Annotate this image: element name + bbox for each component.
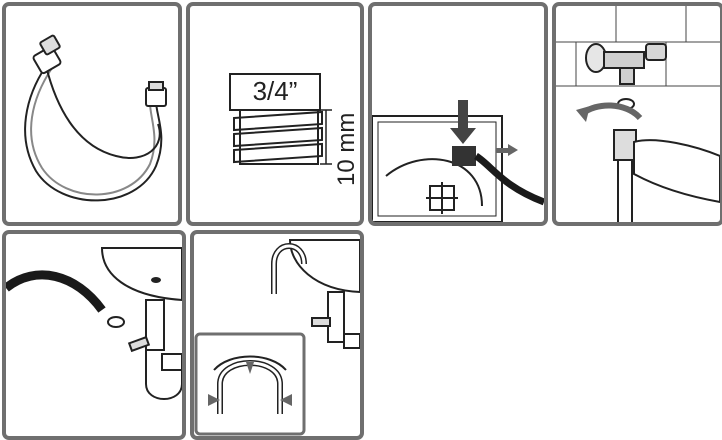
- hand: [634, 140, 720, 202]
- thread-size-label: 3/4”: [253, 76, 298, 106]
- panel-thread-size: 3/4” 10 mm: [186, 2, 364, 226]
- machine-valve: [426, 182, 458, 214]
- drain-hose-over-edge: [274, 246, 304, 294]
- sink-trap: [312, 292, 360, 348]
- tap-connection-illustration: [556, 6, 720, 222]
- panel-tap-connection: [552, 2, 722, 226]
- thread-length-label: 10 mm: [333, 113, 360, 186]
- inlet-hose-illustration: [6, 6, 178, 222]
- drain-hose: [6, 275, 102, 310]
- wall-tiles: [556, 6, 720, 86]
- drain-hose-illustration: [6, 234, 182, 436]
- water-tap: [586, 44, 666, 84]
- hose: [618, 160, 632, 222]
- hose-guide-illustration: [194, 234, 360, 436]
- hose-connector-left: [32, 35, 61, 74]
- machine-connection-illustration: [372, 6, 544, 222]
- hose-hook-inset: [196, 334, 304, 434]
- panel-inlet-hose: [2, 2, 182, 226]
- sink-trap: [146, 300, 182, 399]
- panel-hose-guide: [190, 230, 364, 440]
- panel-machine-connection: [368, 2, 548, 226]
- hose-clamp: [108, 317, 124, 327]
- inlet-valve: [452, 146, 476, 166]
- hose-connector-right: [146, 82, 166, 106]
- thread-rings: [234, 110, 322, 164]
- hose-fitting: [614, 130, 636, 160]
- sink: [102, 248, 182, 300]
- panel-drain-hose: [2, 230, 186, 440]
- thread-size-diagram: 3/4” 10 mm: [190, 6, 360, 222]
